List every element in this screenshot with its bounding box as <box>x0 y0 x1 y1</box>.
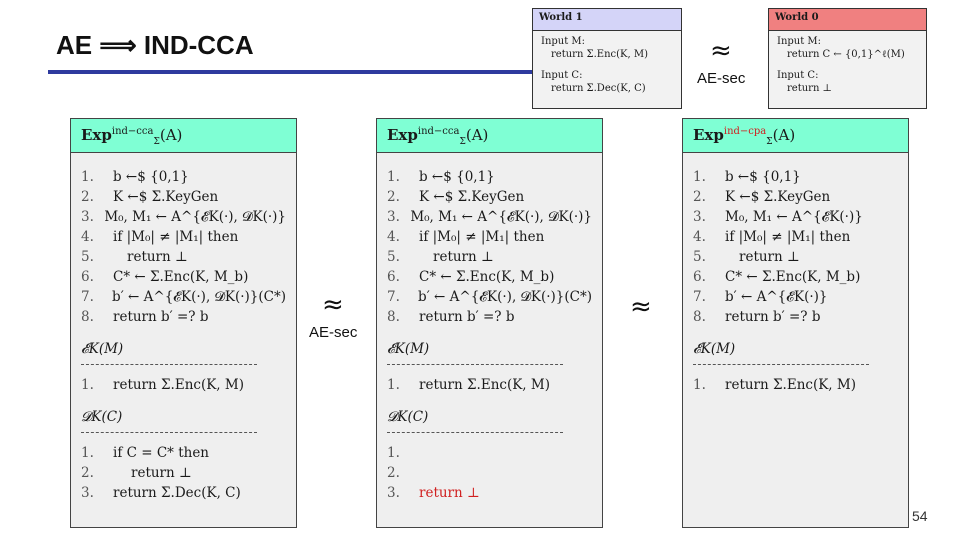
step-line: 1.b ←$ {0,1} <box>693 169 801 185</box>
step-line: 4.if |M₀| ≠ |M₁| then <box>387 229 545 245</box>
world-0-line: return C ← {0,1}^ℓ(M) <box>787 49 905 60</box>
enc-oracle-title: 𝓔K(M) <box>693 341 736 357</box>
step-line: 6.C* ← Σ.Enc(K, M_b) <box>387 269 555 285</box>
exp-argument: (A) <box>772 126 796 144</box>
world-0-box: World 0 Input M: return C ← {0,1}^ℓ(M) I… <box>768 8 927 109</box>
world-0-line: Input C: <box>777 70 819 81</box>
dec-oracle-title: 𝓓K(C) <box>387 409 429 425</box>
approx-label-ae-sec: AE-sec <box>309 324 358 341</box>
step-line: 1.b ←$ {0,1} <box>81 169 189 185</box>
world-0-line: return ⊥ <box>787 83 832 94</box>
exp-subscript: Σ <box>766 137 773 147</box>
experiment-box-ind-cca-hybrid: Expind−ccaΣ(A) 1.b ←$ {0,1} 2.K ←$ Σ.Key… <box>376 118 603 528</box>
dec-line: 2. <box>387 465 400 481</box>
experiment-box-ind-cca: Expind−ccaΣ(A) 1.b ←$ {0,1} 2.K ←$ Σ.Key… <box>70 118 297 528</box>
approx-symbol: ≈ <box>322 290 344 320</box>
experiment-header: Expind−ccaΣ(A) <box>71 119 296 153</box>
world-1-line: return Σ.Enc(K, M) <box>551 49 649 60</box>
dec-line: 1.if C = C* then <box>81 445 210 461</box>
dashed-divider <box>81 364 257 375</box>
enc-oracle-title: 𝓔K(M) <box>81 341 124 357</box>
dashed-divider <box>693 364 869 375</box>
world-1-line: return Σ.Dec(K, C) <box>551 83 646 94</box>
enc-line: 1.return Σ.Enc(K, M) <box>693 377 856 393</box>
step-line: 3.M₀, M₁ ← A^{𝓔K(·), 𝓓K(·)} <box>387 209 592 225</box>
world-1-box: World 1 Input M: return Σ.Enc(K, M) Inpu… <box>532 8 682 109</box>
step-line: 4.if |M₀| ≠ |M₁| then <box>81 229 239 245</box>
step-line: 4.if |M₀| ≠ |M₁| then <box>693 229 851 245</box>
exp-label: Exp <box>387 126 418 144</box>
step-line: 6.C* ← Σ.Enc(K, M_b) <box>81 269 249 285</box>
step-line: 5.return ⊥ <box>387 249 494 265</box>
title-underline <box>48 70 540 74</box>
approx-symbol: ≈ <box>710 36 732 66</box>
dec-oracle-title: 𝓓K(C) <box>81 409 123 425</box>
experiment-header: Expind−ccaΣ(A) <box>377 119 602 153</box>
experiment-header: Expind−cpaΣ(A) <box>683 119 908 153</box>
exp-superscript: ind−cpa <box>723 126 767 137</box>
step-line: 8.return b′ =? b <box>81 309 209 325</box>
world-1-header: World 1 <box>533 9 681 31</box>
exp-label: Exp <box>81 126 112 144</box>
step-line: 2.K ←$ Σ.KeyGen <box>693 189 831 205</box>
step-line: 7.b′ ← A^{𝓔K(·), 𝓓K(·)}(C*) <box>81 289 286 305</box>
exp-superscript: ind−cca <box>111 126 154 137</box>
experiment-box-ind-cpa: Expind−cpaΣ(A) 1.b ←$ {0,1} 2.K ←$ Σ.Key… <box>682 118 909 528</box>
page-number: 54 <box>912 508 928 524</box>
exp-argument: (A) <box>159 126 183 144</box>
step-line: 8.return b′ =? b <box>387 309 515 325</box>
step-line: 3.M₀, M₁ ← A^{𝓔K(·)} <box>693 209 863 225</box>
step-line: 5.return ⊥ <box>81 249 188 265</box>
step-line: 2.K ←$ Σ.KeyGen <box>81 189 219 205</box>
world-1-line: Input M: <box>541 36 586 47</box>
exp-superscript: ind−cca <box>417 126 460 137</box>
step-line: 3.M₀, M₁ ← A^{𝓔K(·), 𝓓K(·)} <box>81 209 286 225</box>
enc-oracle-title: 𝓔K(M) <box>387 341 430 357</box>
dec-line: 2.return ⊥ <box>81 465 192 481</box>
enc-line: 1.return Σ.Enc(K, M) <box>81 377 244 393</box>
approx-label-ae-sec: AE-sec <box>697 70 746 87</box>
step-line: 1.b ←$ {0,1} <box>387 169 495 185</box>
dec-line: 3.return ⊥ <box>387 485 480 501</box>
slide-title: AE ⟹ IND-CCA <box>56 30 254 60</box>
dashed-divider <box>387 364 563 375</box>
step-line: 7.b′ ← A^{𝓔K(·)} <box>693 289 828 305</box>
dashed-divider <box>81 432 257 443</box>
dec-line: 3.return Σ.Dec(K, C) <box>81 485 241 501</box>
world-1-line: Input C: <box>541 70 583 81</box>
step-line: 7.b′ ← A^{𝓔K(·), 𝓓K(·)}(C*) <box>387 289 592 305</box>
step-line: 6.C* ← Σ.Enc(K, M_b) <box>693 269 861 285</box>
approx-symbol: ≈ <box>630 292 652 322</box>
enc-line: 1.return Σ.Enc(K, M) <box>387 377 550 393</box>
step-line: 5.return ⊥ <box>693 249 800 265</box>
exp-subscript: Σ <box>153 137 160 147</box>
exp-label: Exp <box>693 126 724 144</box>
step-line: 2.K ←$ Σ.KeyGen <box>387 189 525 205</box>
exp-argument: (A) <box>465 126 489 144</box>
step-line: 8.return b′ =? b <box>693 309 821 325</box>
dec-line: 1. <box>387 445 400 461</box>
world-0-line: Input M: <box>777 36 822 47</box>
dashed-divider <box>387 432 563 443</box>
world-0-header: World 0 <box>769 9 926 31</box>
exp-subscript: Σ <box>459 137 466 147</box>
